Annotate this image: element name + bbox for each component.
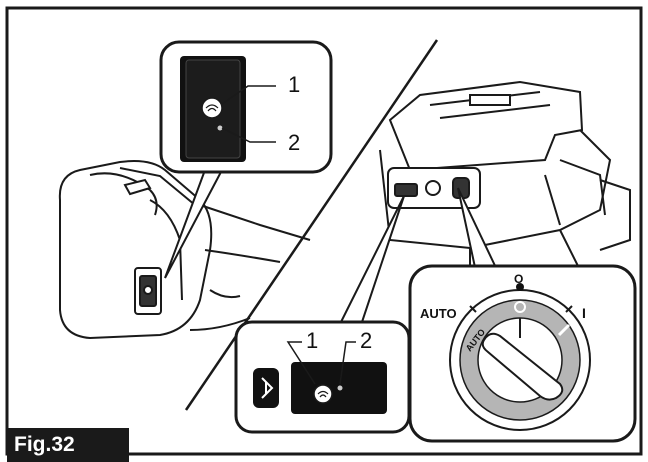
upper-callout-2: 2 [288, 130, 300, 155]
dial-label-auto: AUTO [420, 306, 457, 321]
figure-label: Fig.32 [7, 428, 129, 462]
indicator-lamp-lower [337, 385, 343, 391]
lower-inset [234, 320, 411, 434]
dial-inset [408, 264, 637, 443]
lower-callout-1: 1 [306, 328, 318, 353]
dial-label-on: I [582, 305, 586, 321]
off-marker-icon [514, 301, 526, 313]
right-device-drawing [379, 80, 631, 271]
bluetooth-icon [261, 377, 274, 399]
separator-line [184, 39, 439, 411]
lower-callout-pointer [337, 195, 405, 329]
wireless-button-icon [313, 384, 333, 404]
upper-inset [159, 40, 333, 174]
dial-label-off: O [514, 272, 523, 286]
lower-callout-2: 2 [360, 328, 372, 353]
left-device-drawing [58, 160, 311, 340]
upper-callout-1: 1 [288, 72, 300, 97]
dial-callout-pointer [457, 187, 499, 273]
upper-callout-pointer [164, 169, 223, 279]
indicator-lamp [217, 125, 223, 131]
mode-dial-icon [481, 332, 564, 401]
